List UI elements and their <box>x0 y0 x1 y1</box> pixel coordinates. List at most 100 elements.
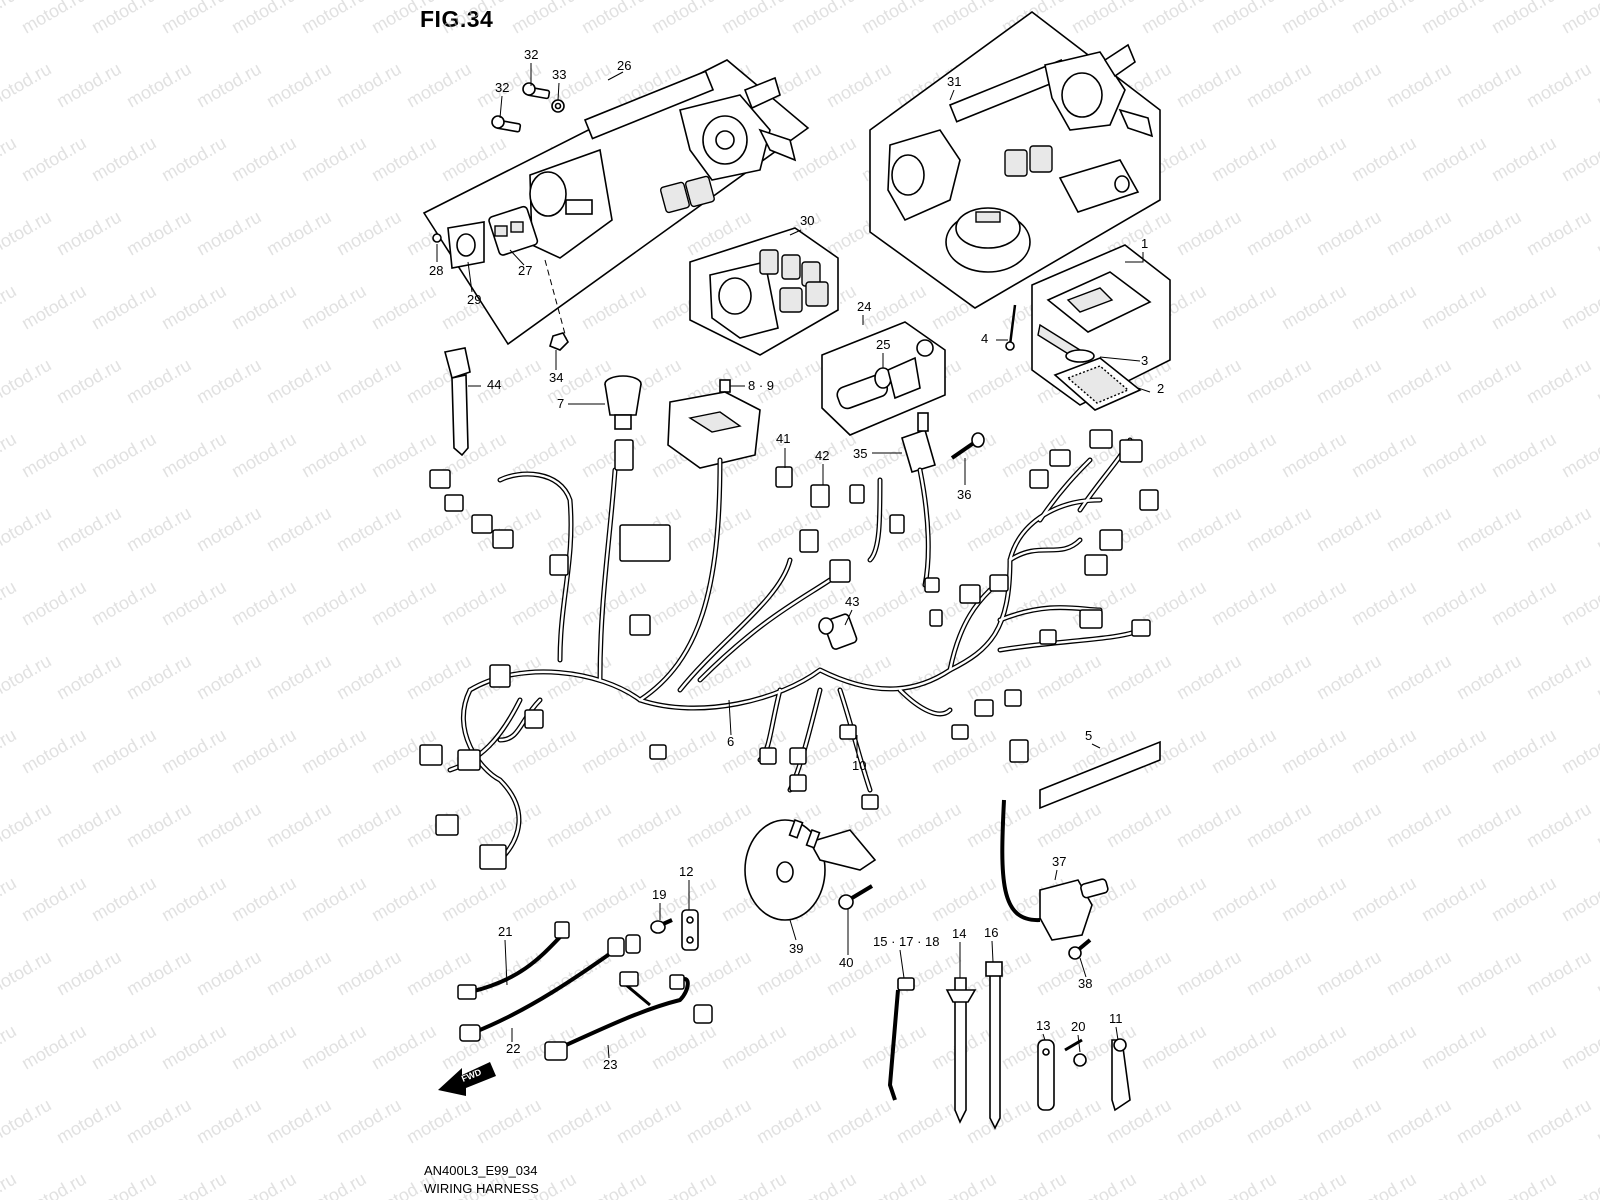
harness-connector <box>799 529 819 553</box>
leader-line <box>1077 1034 1081 1053</box>
watermark-text: motod.ru <box>1138 873 1210 926</box>
watermark-text: motod.ru <box>1488 1021 1560 1074</box>
watermark-text: motod.ru <box>788 133 860 186</box>
watermark-text: motod.ru <box>1383 503 1455 556</box>
watermark-text: motod.ru <box>298 873 370 926</box>
watermark-text: motod.ru <box>158 725 230 778</box>
watermark-text: motod.ru <box>403 59 475 112</box>
watermark-text: motod.ru <box>263 1095 335 1148</box>
watermark-text: motod.ru <box>228 1021 300 1074</box>
watermark-text: motod.ru <box>613 799 685 852</box>
watermark-text: motod.ru <box>1558 1169 1600 1200</box>
watermark-text: motod.ru <box>1068 577 1140 630</box>
watermark-text: motod.ru <box>1243 503 1315 556</box>
leader-line <box>467 261 473 293</box>
part-7-knob <box>604 375 642 430</box>
part-26-ignition-switch-box <box>422 59 810 346</box>
watermark-text: motod.ru <box>158 873 230 926</box>
label-43: 43 <box>845 594 859 609</box>
label-2: 2 <box>1157 381 1164 396</box>
harness-wire-core <box>868 478 882 562</box>
watermark-text: motod.ru <box>1488 725 1560 778</box>
watermark-text: motod.ru <box>1418 725 1490 778</box>
watermark-text: motod.ru <box>1488 873 1560 926</box>
watermark-text: motod.ru <box>1138 1169 1210 1200</box>
watermark-text: motod.ru <box>53 503 125 556</box>
watermark-text: motod.ru <box>88 577 160 630</box>
watermark-text: motod.ru <box>228 133 300 186</box>
label-20: 20 <box>1071 1019 1085 1034</box>
watermark-text: motod.ru <box>1558 1021 1600 1074</box>
label-33: 33 <box>552 67 566 82</box>
harness-connector <box>789 747 807 765</box>
watermark-text: motod.ru <box>298 281 370 334</box>
watermark-text: motod.ru <box>368 281 440 334</box>
watermark-text: motod.ru <box>1138 1021 1210 1074</box>
harness-connector <box>1089 429 1113 449</box>
watermark-text: motod.ru <box>18 873 90 926</box>
harness-connector <box>789 774 807 792</box>
leader-line <box>557 82 560 101</box>
watermark-text: motod.ru <box>1488 1169 1560 1200</box>
watermark-text: motod.ru <box>1488 281 1560 334</box>
leader-line <box>1125 252 1144 263</box>
watermark-text: motod.ru <box>1103 947 1175 1000</box>
watermark-text: motod.ru <box>158 281 230 334</box>
label-12: 12 <box>679 864 693 879</box>
label-28: 28 <box>429 263 443 278</box>
label-10: 10 <box>852 758 866 773</box>
leader-line <box>607 71 624 81</box>
label-26: 26 <box>617 58 631 73</box>
label-16: 16 <box>984 925 998 940</box>
watermark-text: motod.ru <box>718 0 790 37</box>
watermark-text: motod.ru <box>1173 799 1245 852</box>
part-41-connector <box>775 466 793 488</box>
watermark-text: motod.ru <box>18 725 90 778</box>
watermark-text: motod.ru <box>1243 355 1315 408</box>
watermark-text: motod.ru <box>1383 799 1455 852</box>
harness-wire-core <box>838 688 872 792</box>
part-43-sensor <box>818 613 858 650</box>
label-27: 27 <box>518 263 532 278</box>
label-13: 13 <box>1036 1018 1050 1033</box>
watermark-text: motod.ru <box>1278 873 1350 926</box>
watermark-text: motod.ru <box>1453 1095 1525 1148</box>
watermark-text: motod.ru <box>193 947 265 1000</box>
watermark-text: motod.ru <box>1558 873 1600 926</box>
watermark-text: motod.ru <box>158 429 230 482</box>
harness-connector <box>489 664 511 688</box>
watermark-text: motod.ru <box>88 133 160 186</box>
harness-connector <box>1039 629 1057 645</box>
watermark-text: motod.ru <box>193 503 265 556</box>
watermark-text: motod.ru <box>298 725 370 778</box>
watermark-text: motod.ru <box>1418 1021 1490 1074</box>
harness-wire-core <box>678 558 792 692</box>
watermark-text: motod.ru <box>1278 281 1350 334</box>
watermark-text: motod.ru <box>368 577 440 630</box>
label-38: 38 <box>1078 976 1092 991</box>
watermark-text: motod.ru <box>1243 651 1315 704</box>
watermark-text: motod.ru <box>1068 1169 1140 1200</box>
label-1: 1 <box>1141 236 1148 251</box>
watermark-text: motod.ru <box>228 0 300 37</box>
harness-connector <box>479 844 507 870</box>
part-35-switch <box>901 412 936 474</box>
figure-name: WIRING HARNESS <box>424 1181 539 1196</box>
watermark-text: motod.ru <box>998 1021 1070 1074</box>
watermark-text: motod.ru <box>648 0 720 37</box>
watermark-text: motod.ru <box>263 947 335 1000</box>
watermark-text: motod.ru <box>333 207 405 260</box>
watermark-text: motod.ru <box>788 1021 860 1074</box>
watermark-text: motod.ru <box>1453 799 1525 852</box>
harness-connector <box>419 744 443 766</box>
harness-connector <box>889 514 905 534</box>
watermark-text: motod.ru <box>1418 429 1490 482</box>
label-35: 35 <box>853 446 867 461</box>
watermark-text: motod.ru <box>1558 725 1600 778</box>
watermark-text: motod.ru <box>88 873 160 926</box>
leader-line <box>509 249 525 266</box>
watermark-text: motod.ru <box>88 0 160 37</box>
watermark-text: motod.ru <box>1383 947 1455 1000</box>
watermark-text: motod.ru <box>18 0 90 37</box>
part-24-socket-box <box>821 321 946 436</box>
